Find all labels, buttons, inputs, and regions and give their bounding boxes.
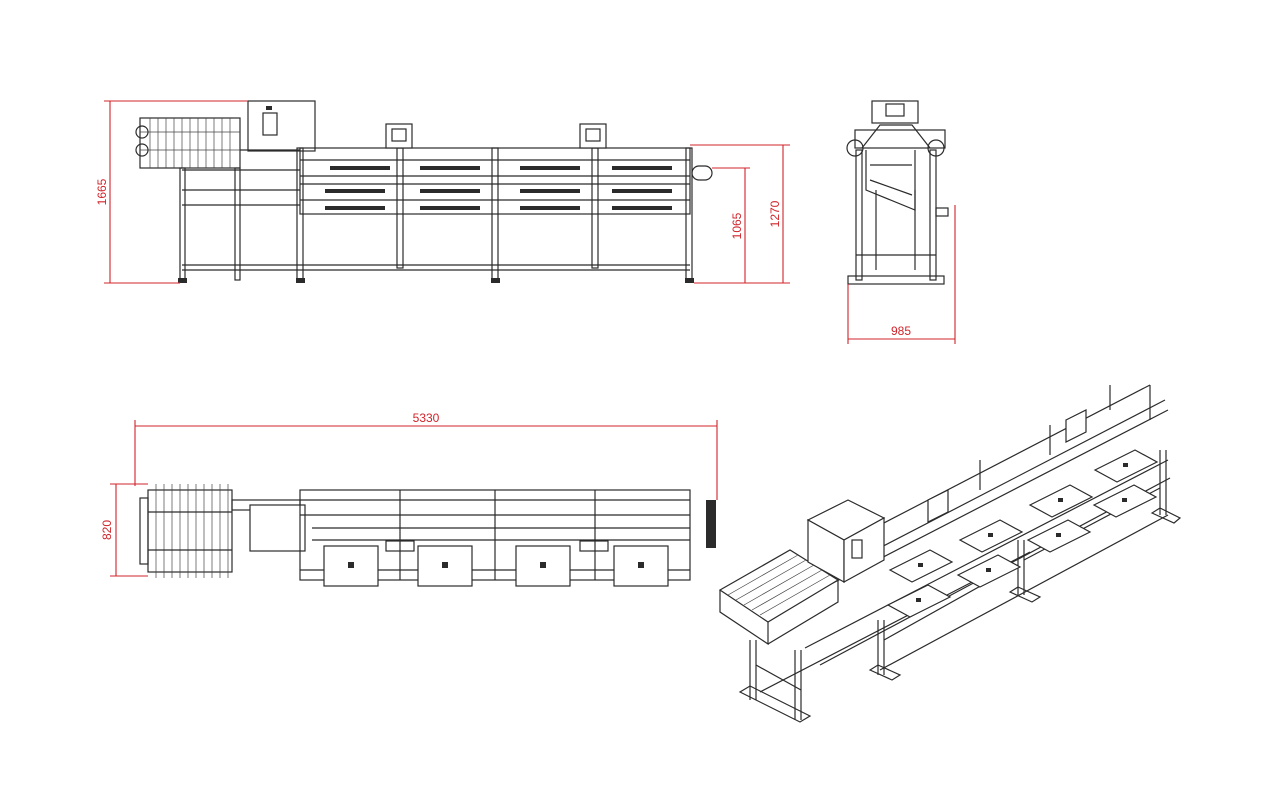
isometric-view	[718, 384, 1182, 723]
top-view	[139, 484, 716, 587]
dimension-820: 820	[100, 520, 114, 540]
side-view-dimensions: 985	[847, 205, 956, 344]
front-view-dimensions: 1665 1065 1270	[95, 100, 790, 284]
top-view-dimensions: 5330 820	[100, 411, 718, 577]
front-view	[135, 100, 713, 283]
dimension-1665: 1665	[95, 178, 109, 205]
side-view	[846, 100, 949, 285]
dimension-1270: 1270	[768, 200, 782, 227]
dimension-1065: 1065	[730, 212, 744, 239]
dimension-5330: 5330	[413, 411, 440, 425]
dimension-985: 985	[891, 324, 911, 338]
